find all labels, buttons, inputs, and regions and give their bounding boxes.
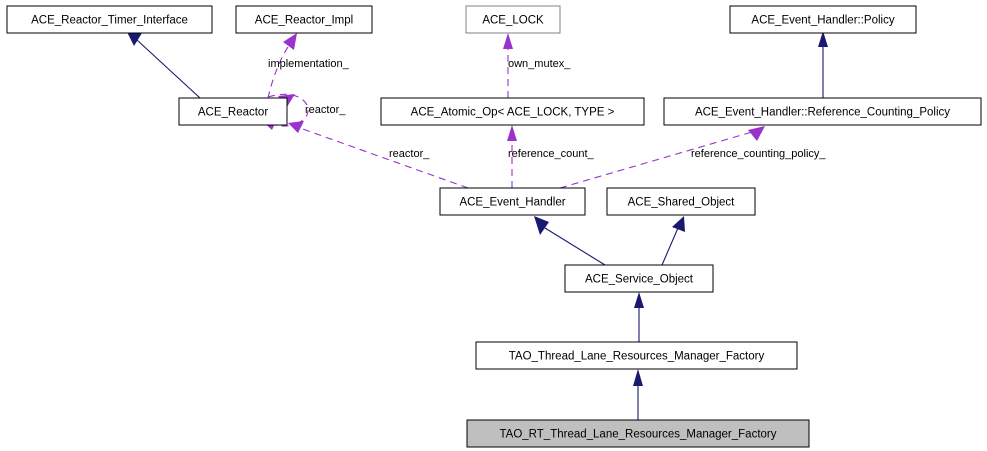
edge-service-object-to-event-handler bbox=[534, 216, 606, 266]
edge-ace-reactor-to-reactor-impl bbox=[267, 33, 297, 99]
edge-label-reactor-self: reactor_ bbox=[305, 104, 346, 116]
node-ace-lock[interactable]: ACE_LOCK bbox=[465, 5, 561, 34]
edge-service-object-to-shared-object bbox=[661, 216, 685, 266]
node-label: ACE_LOCK bbox=[482, 15, 544, 27]
node-ace-reactor[interactable]: ACE_Reactor bbox=[178, 97, 288, 126]
node-label: ACE_Event_Handler::Policy bbox=[751, 15, 894, 27]
node-ace-reactor-timer-interface[interactable]: ACE_Reactor_Timer_Interface bbox=[6, 5, 213, 34]
edge-label-reference-counting-policy: reference_counting_policy_ bbox=[691, 148, 826, 160]
node-label: ACE_Shared_Object bbox=[628, 197, 736, 209]
edge-event-handler-to-ace-reactor bbox=[288, 121, 469, 189]
edge-event-handler-to-ref-counting-policy bbox=[559, 126, 765, 189]
node-label: ACE_Reactor_Impl bbox=[255, 15, 353, 27]
edge-ref-counting-policy-to-eh-policy bbox=[818, 31, 828, 98]
node-label: ACE_Reactor_Timer_Interface bbox=[31, 15, 188, 27]
edge-rt-thread-lane-factory-to-thread-lane-factory bbox=[633, 369, 643, 420]
node-ace-event-handler-policy[interactable]: ACE_Event_Handler::Policy bbox=[729, 5, 917, 34]
edge-event-handler-to-atomic-op bbox=[507, 125, 517, 188]
edge-label-implementation: implementation_ bbox=[268, 58, 350, 70]
node-ace-event-handler[interactable]: ACE_Event_Handler bbox=[439, 187, 586, 216]
node-ace-reactor-impl[interactable]: ACE_Reactor_Impl bbox=[235, 5, 373, 34]
edge-label-reference-count: reference_count_ bbox=[508, 148, 594, 160]
edge-label-own-mutex: own_mutex_ bbox=[508, 58, 571, 70]
edge-atomic-op-to-ace-lock bbox=[503, 33, 513, 98]
node-ace-event-handler-reference-counting-policy[interactable]: ACE_Event_Handler::Reference_Counting_Po… bbox=[663, 97, 982, 126]
node-label: ACE_Reactor bbox=[198, 107, 268, 119]
node-ace-atomic-op[interactable]: ACE_Atomic_Op< ACE_LOCK, TYPE > bbox=[380, 97, 645, 126]
node-tao-thread-lane-resources-manager-factory[interactable]: TAO_Thread_Lane_Resources_Manager_Factor… bbox=[475, 341, 798, 370]
edge-label-reactor: reactor_ bbox=[389, 148, 430, 160]
node-label: ACE_Service_Object bbox=[585, 274, 694, 286]
node-ace-shared-object[interactable]: ACE_Shared_Object bbox=[606, 187, 756, 216]
node-label: TAO_Thread_Lane_Resources_Manager_Factor… bbox=[509, 351, 765, 363]
node-tao-rt-thread-lane-resources-manager-factory[interactable]: TAO_RT_Thread_Lane_Resources_Manager_Fac… bbox=[466, 419, 810, 448]
node-label: ACE_Atomic_Op< ACE_LOCK, TYPE > bbox=[411, 107, 615, 119]
node-label: TAO_RT_Thread_Lane_Resources_Manager_Fac… bbox=[500, 429, 777, 441]
edge-ace-reactor-to-reactor-timer-interface bbox=[126, 30, 201, 99]
node-label: ACE_Event_Handler bbox=[459, 197, 565, 209]
node-ace-service-object[interactable]: ACE_Service_Object bbox=[564, 264, 714, 293]
node-label: ACE_Event_Handler::Reference_Counting_Po… bbox=[695, 107, 950, 119]
edge-thread-lane-factory-to-service-object bbox=[634, 292, 644, 342]
